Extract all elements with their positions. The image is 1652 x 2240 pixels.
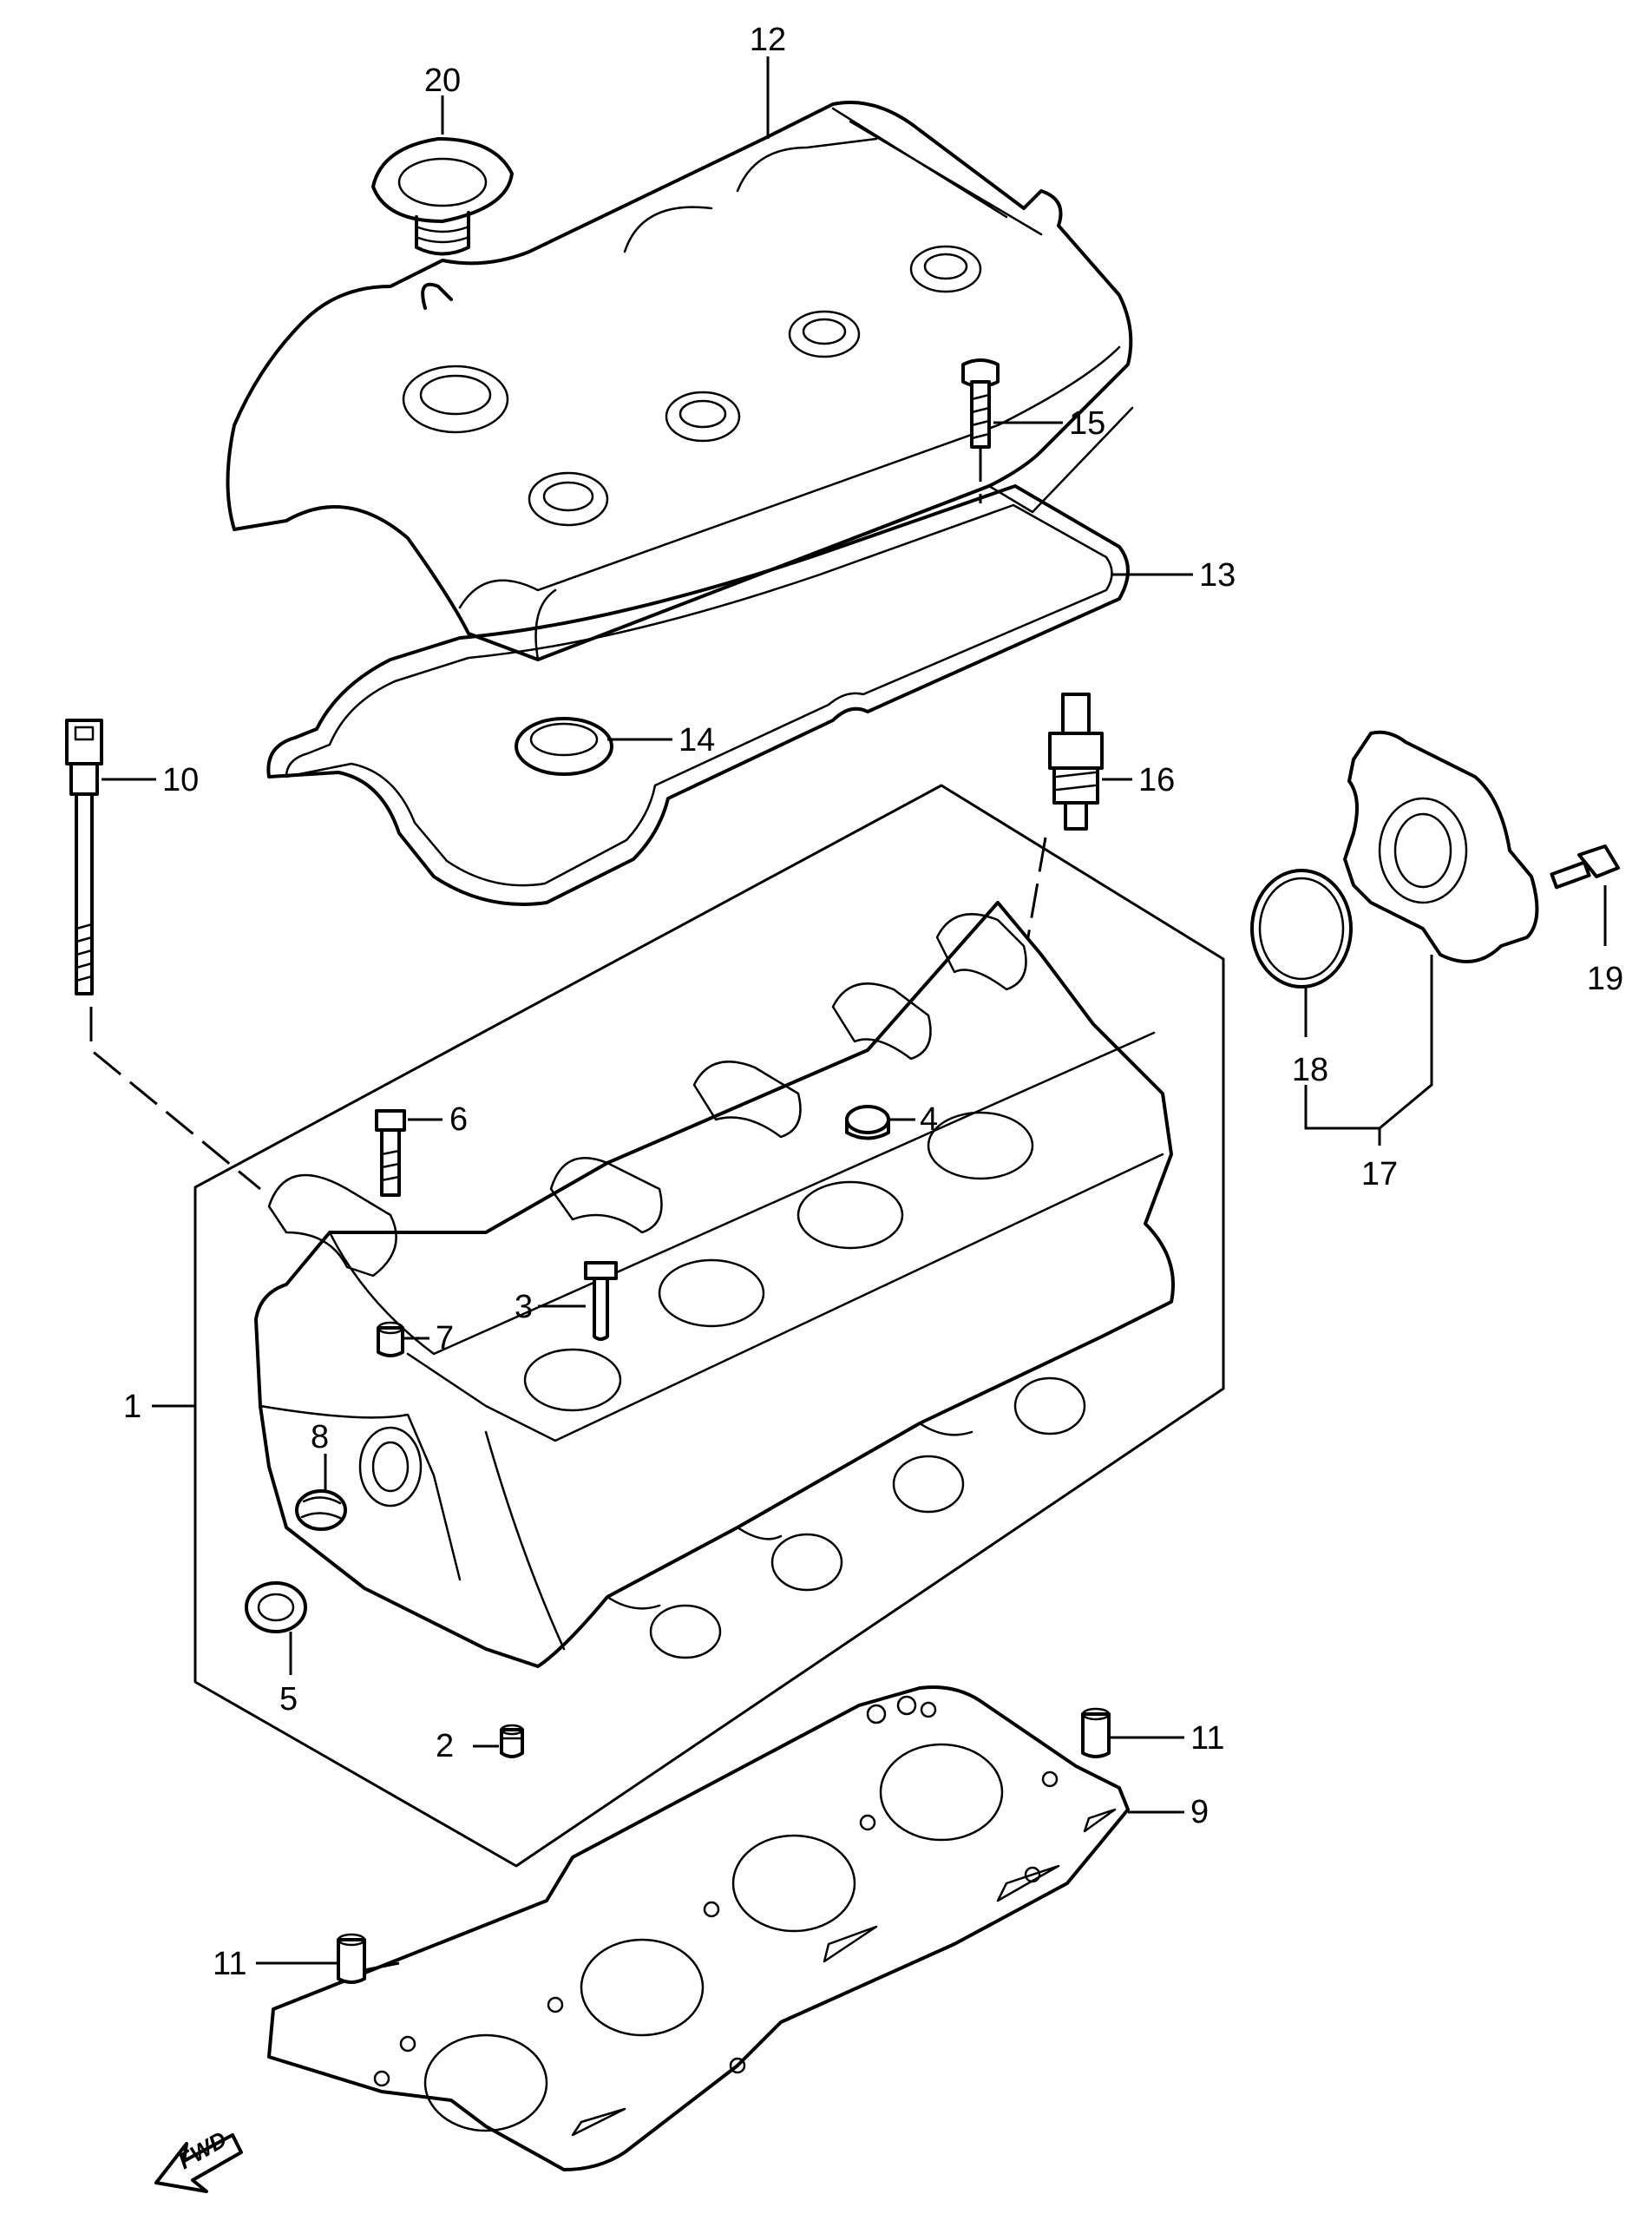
fwd-arrow-icon: FWD (154, 2126, 243, 2193)
callout-17: 17 (1361, 1156, 1398, 1192)
callout-11-upper: 11 (1190, 1720, 1224, 1757)
cylinder-head (254, 901, 1175, 1668)
callout-9: 9 (1190, 1794, 1209, 1830)
thermostat-housing (1343, 730, 1539, 963)
cover-bolt (961, 358, 1000, 503)
callout-5: 5 (279, 1681, 298, 1718)
valve-stem-seal (845, 1105, 890, 1140)
callout-1: 1 (123, 1389, 141, 1425)
cam-oil-seal (245, 1581, 307, 1633)
callout-10: 10 (162, 762, 199, 798)
dowel-pin-7 (377, 1321, 404, 1357)
thermostat-bolt (1550, 844, 1620, 890)
head-plug (295, 1489, 347, 1531)
cylinder-head-bolt (65, 719, 261, 1191)
leader-lines (102, 56, 1607, 1972)
plug-tube (584, 1261, 618, 1341)
callout-18: 18 (1292, 1052, 1328, 1088)
callout-4: 4 (920, 1101, 938, 1138)
gasket-dowel-upper (1081, 1707, 1111, 1758)
callout-3: 3 (515, 1289, 533, 1325)
cylinder-head-cover (226, 101, 1134, 661)
head-cover-gasket (266, 484, 1130, 906)
callout-8: 8 (311, 1419, 329, 1455)
callout-14: 14 (678, 722, 715, 759)
callout-15: 15 (1069, 405, 1105, 442)
callout-6: 6 (449, 1101, 468, 1138)
callout-19: 19 (1587, 961, 1623, 997)
plug-tube-seal (515, 717, 613, 776)
callout-12: 12 (750, 22, 786, 58)
thermostat-o-ring (1250, 869, 1353, 989)
callout-7: 7 (436, 1320, 454, 1356)
callout-13: 13 (1199, 557, 1236, 594)
dowel-pin-2 (500, 1724, 524, 1758)
gasket-dowel-lower (337, 1933, 366, 1984)
callout-20: 20 (424, 62, 461, 99)
callout-2: 2 (436, 1728, 454, 1764)
callout-16: 16 (1138, 762, 1175, 798)
callout-labels: 12 20 15 13 14 16 10 6 4 3 7 8 1 5 2 11 … (123, 22, 1623, 1982)
callout-11-lower: 11 (213, 1946, 246, 1982)
oil-filler-cap (371, 137, 514, 256)
cam-cap-bolt (375, 1109, 406, 1197)
cylinder-head-gasket (267, 1685, 1130, 2171)
spark-plug (996, 693, 1104, 1112)
